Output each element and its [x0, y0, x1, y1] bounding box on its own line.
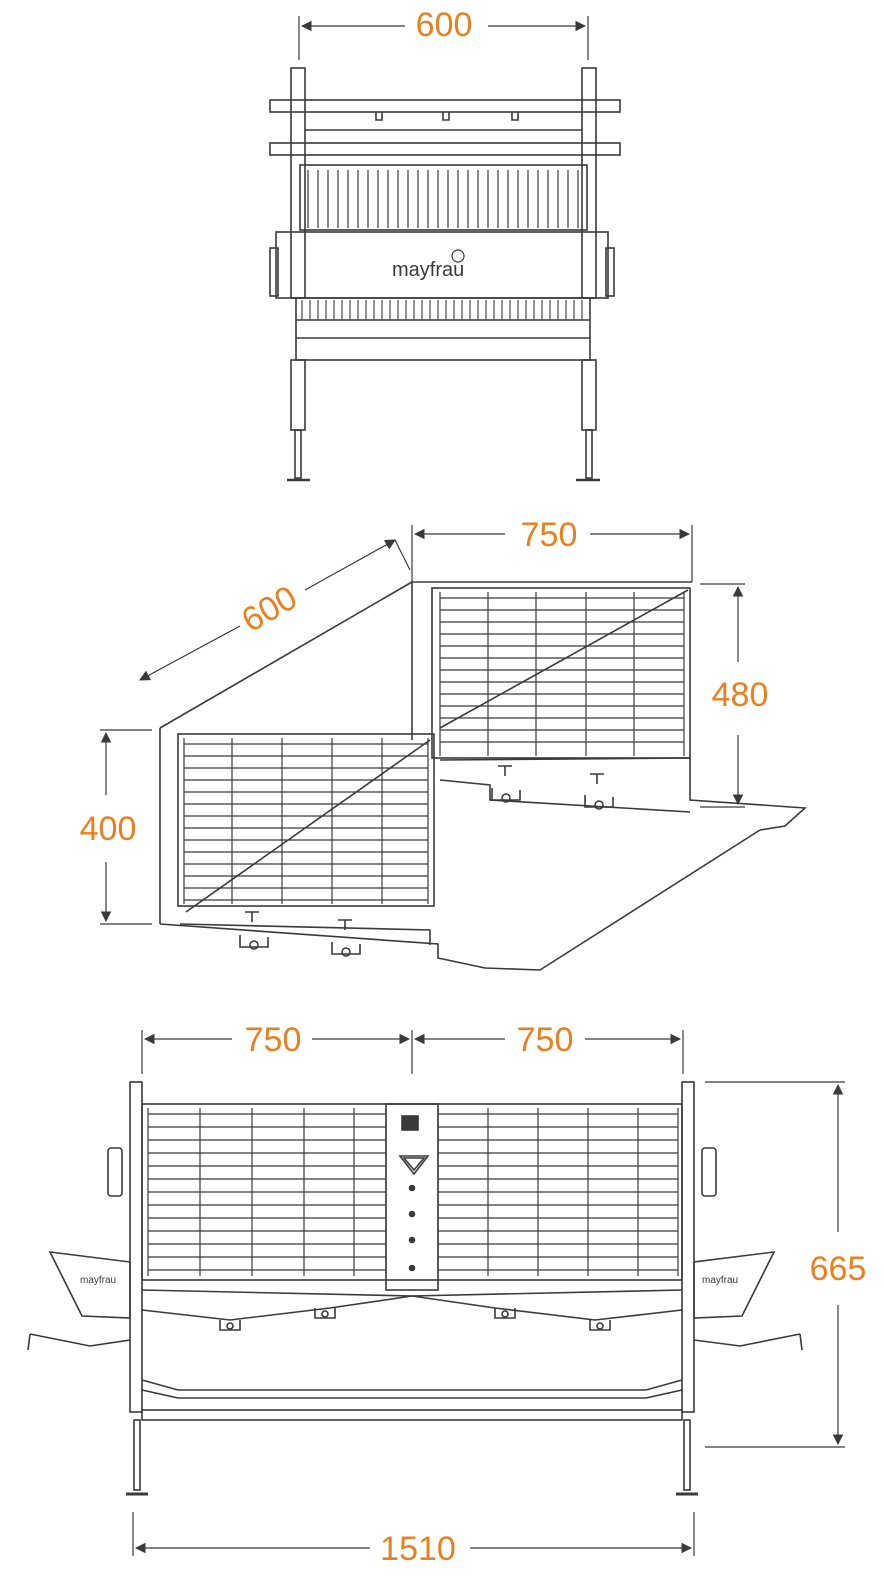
- rear-total-width-label: 1510: [380, 1530, 456, 1568]
- front-width-dimension: [298, 16, 589, 60]
- rear-mount-tabs: [219, 1308, 611, 1331]
- brand-logo-text: mayfrau: [392, 259, 464, 281]
- front-hooks: [375, 112, 519, 121]
- rear-right-leg: [683, 1419, 691, 1491]
- iso-rear-panel: [431, 587, 691, 759]
- iso-width-label: 750: [521, 516, 578, 554]
- rear-center-door: [385, 1103, 439, 1291]
- bolt-icon: [408, 1264, 416, 1272]
- rear-top-dimensions: [141, 1030, 684, 1074]
- rear-height-dimension: [705, 1081, 845, 1448]
- iso-front-height-dimension: [100, 729, 152, 925]
- logo-icon: mayfrau mayfrau: [80, 1275, 738, 1286]
- rear-left-width-label: 750: [245, 1021, 302, 1059]
- rear-view: [27, 1030, 845, 1556]
- rear-lower-profile: [141, 1289, 683, 1297]
- bolt-icon: [408, 1210, 416, 1218]
- isometric-view: [100, 525, 807, 971]
- front-top-rail: [269, 99, 621, 113]
- logo-icon: mayfrau: [392, 249, 465, 281]
- rear-floor-tray: [141, 1379, 683, 1391]
- front-lower-grate: [301, 300, 583, 320]
- rear-left-logo-text: mayfrau: [80, 1275, 116, 1286]
- bolt-icon: [408, 1236, 416, 1244]
- iso-mount-tabs: [239, 788, 614, 957]
- rear-total-width-dimension: [132, 1512, 695, 1556]
- rear-left-post: [129, 1081, 143, 1413]
- dimension-labels: 600 600 750 480 400 750 750 665 1510: [80, 6, 867, 1568]
- rear-left-leg: [133, 1419, 141, 1491]
- rear-door-triangle: [398, 1155, 430, 1176]
- rear-right-grate: [437, 1108, 679, 1276]
- rear-height-label: 665: [810, 1250, 867, 1288]
- iso-width-dimension: [411, 525, 693, 582]
- rear-left-logo-box: [48, 1251, 131, 1319]
- front-grate: [307, 170, 579, 228]
- iso-front-grate: [183, 738, 429, 904]
- rear-left-grate: [147, 1108, 387, 1276]
- rear-left-handle: [107, 1147, 123, 1197]
- iso-front-base-plate: [159, 829, 761, 971]
- rear-right-logo-text: mayfrau: [702, 1275, 738, 1286]
- front-left-post: [290, 67, 306, 299]
- front-width-label: 600: [416, 6, 473, 44]
- iso-rear-height-dimension: [700, 583, 745, 808]
- front-view: [269, 16, 621, 482]
- bolt-icon: [408, 1184, 416, 1192]
- iso-front-height-label: 400: [80, 810, 137, 848]
- iso-front-panel: [177, 733, 435, 907]
- iso-depth-dimension: [139, 539, 411, 681]
- front-right-post: [581, 67, 597, 299]
- rear-right-post: [681, 1081, 695, 1413]
- iso-hooks: [245, 765, 604, 930]
- front-lower-tray: [295, 297, 591, 361]
- rear-right-arm: [693, 1333, 801, 1347]
- rear-right-width-label: 750: [517, 1021, 574, 1059]
- front-second-rail: [269, 142, 621, 156]
- front-left-leg: [290, 359, 306, 431]
- iso-depth-label: 600: [235, 578, 303, 639]
- iso-rear-height-label: 480: [712, 676, 769, 714]
- rear-door-bolts: [408, 1184, 416, 1272]
- iso-rear-base-plate: [439, 757, 807, 831]
- rear-right-handle: [701, 1147, 717, 1197]
- rear-right-logo-box: [693, 1251, 776, 1319]
- rear-left-arm: [29, 1333, 131, 1347]
- front-right-leg: [581, 359, 597, 431]
- iso-rear-grate: [439, 592, 685, 756]
